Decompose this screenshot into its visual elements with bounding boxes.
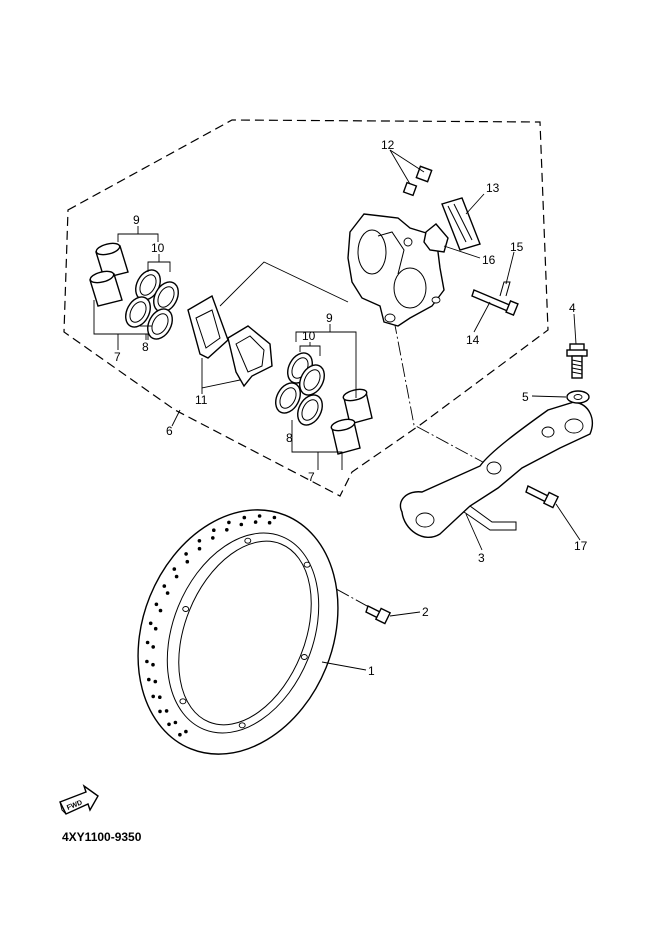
disc-hole: [178, 732, 182, 737]
washer-5: [566, 390, 590, 404]
callout-15: 15: [510, 240, 524, 254]
disc-mount-hole: [238, 722, 246, 729]
disc-hole: [145, 640, 150, 645]
bolt-2-centerline: [297, 567, 379, 613]
piston-lower-a: [342, 388, 373, 425]
disc-hole: [158, 608, 163, 613]
brake-disc: [137, 509, 339, 755]
callout-1: 1: [368, 664, 375, 678]
disc-hole: [184, 552, 188, 556]
piston-lower-b: [330, 418, 361, 455]
disc-hole: [242, 515, 247, 520]
brake-pad-a: [187, 294, 229, 359]
disc-hole: [145, 659, 149, 664]
disc-cooling-holes: [145, 514, 311, 737]
disc-hole: [151, 662, 155, 667]
disc-hole: [154, 602, 159, 607]
callout-13: 13: [486, 181, 500, 195]
disc-hole: [167, 722, 171, 727]
disc-mount-hole: [244, 537, 252, 544]
callout-labels: 9 10 8 7 6 11 9 10 8 7 12 13 15 16 14 4 …: [114, 138, 588, 678]
disc-hole: [151, 645, 155, 649]
disc-hole: [165, 591, 170, 595]
callout-8-right: 8: [286, 431, 293, 445]
callout-2: 2: [422, 605, 429, 619]
callout-6: 6: [166, 424, 173, 438]
callout-11: 11: [195, 393, 208, 407]
seals-left: [125, 269, 179, 340]
disc-hole: [151, 694, 155, 699]
caliper-bracket: [399, 401, 593, 539]
pad-support-16: [423, 223, 449, 253]
disc-hole: [153, 679, 158, 684]
callout-9-left: 9: [133, 213, 140, 227]
callout-9-right: 9: [326, 311, 333, 325]
forward-direction-arrow: FWD: [59, 784, 99, 815]
disc-hole: [172, 567, 177, 571]
disc-hole: [164, 709, 169, 713]
callout-3: 3: [478, 551, 485, 565]
leader-lines: [93, 149, 581, 671]
callout-17: 17: [574, 539, 588, 553]
disc-mount-hole: [179, 698, 187, 705]
disc-hole: [158, 695, 162, 699]
caliper-assembly-boundary: [63, 119, 549, 497]
callout-7-right: 7: [308, 470, 315, 484]
disc-hole: [225, 528, 229, 532]
bolt-17: [525, 485, 560, 509]
disc-hole: [174, 574, 179, 579]
seals-right: [275, 352, 325, 426]
disc-hole: [147, 677, 151, 682]
disc-hole: [184, 729, 188, 734]
disc-hole: [185, 559, 190, 564]
pad-pin-14: [471, 289, 519, 316]
callout-10-right: 10: [302, 329, 316, 343]
callout-10-left: 10: [151, 241, 165, 255]
callout-5: 5: [522, 390, 529, 404]
callout-12: 12: [381, 138, 395, 152]
disc-mount-hole: [300, 654, 308, 660]
disc-hole: [211, 536, 215, 540]
disc-mount-hole: [182, 606, 190, 612]
bolt-2: [365, 605, 392, 625]
disc-hole: [272, 515, 277, 520]
pad-spring-13: [441, 197, 481, 251]
disc-mount-hole: [303, 561, 311, 568]
disc-hole: [153, 626, 158, 631]
callout-14: 14: [466, 333, 480, 347]
disc-hole: [267, 520, 272, 525]
diagram-code: 4XY1100-9350: [62, 830, 142, 844]
disc-hole: [148, 621, 153, 626]
piston-upper-a: [95, 242, 129, 279]
disc-hole: [253, 520, 258, 524]
disc-hole: [239, 522, 244, 527]
piston-upper-b: [89, 270, 123, 307]
brake-pad-b: [227, 325, 273, 388]
bolt-4: [566, 343, 588, 379]
disc-hole: [257, 514, 262, 518]
bleed-screw-12: [402, 165, 433, 197]
disc-hole: [158, 709, 162, 714]
disc-hole: [227, 520, 231, 525]
bracket-centerline: [393, 319, 493, 468]
disc-hole: [173, 720, 178, 725]
disc-hole: [197, 546, 202, 551]
callout-16: 16: [482, 253, 496, 267]
disc-hole: [162, 584, 167, 588]
callout-7-left: 7: [114, 350, 121, 364]
clip-15: [499, 281, 511, 297]
callout-4: 4: [569, 301, 576, 315]
caliper-body: [347, 213, 445, 327]
disc-hole: [212, 528, 216, 532]
disc-hole: [197, 539, 202, 543]
callout-8-left: 8: [142, 340, 149, 354]
